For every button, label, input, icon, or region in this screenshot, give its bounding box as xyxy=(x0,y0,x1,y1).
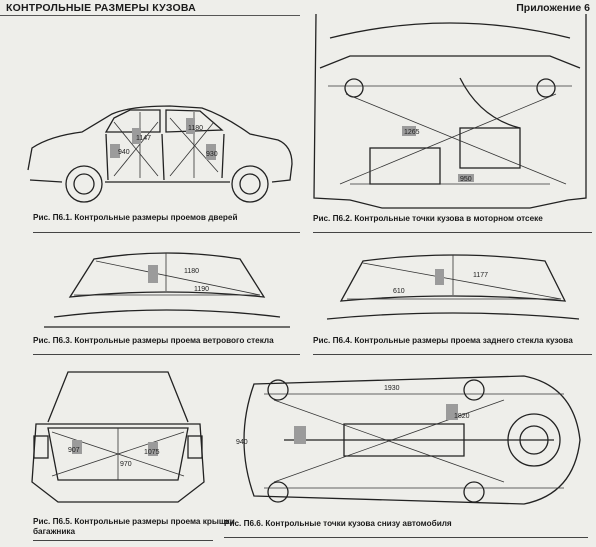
caption-fig-1: Рис. П6.1. Контрольные размеры проемов д… xyxy=(33,213,238,222)
figure-engine-bay: 1265 950 xyxy=(310,8,592,214)
dim-label-1820: 1820 xyxy=(454,413,470,420)
caption-rule-5 xyxy=(33,540,213,541)
caption-rule-1 xyxy=(33,232,300,233)
dim-label-1147: 1147 xyxy=(136,135,151,142)
figure-rear-window: 1177 610 xyxy=(313,247,592,333)
underbody-drawing: 1930 940 1820 xyxy=(236,375,581,505)
dim-label-1265: 1265 xyxy=(404,129,420,136)
dim-label-907: 907 xyxy=(68,447,80,454)
dim-label-950: 950 xyxy=(460,176,472,183)
dim-label-940: 940 xyxy=(118,149,130,156)
engine-bay-drawing: 1265 950 xyxy=(313,13,587,209)
appendix-label: Приложение 6 xyxy=(516,2,590,14)
section-title: КОНТРОЛЬНЫЕ РАЗМЕРЫ КУЗОВА xyxy=(6,2,196,14)
figure-underbody: 1930 940 1820 xyxy=(224,364,588,516)
dim-label-970: 970 xyxy=(120,461,132,468)
dim-label-940-underbody: 940 xyxy=(236,439,248,446)
dim-label-1180-windshield: 1180 xyxy=(184,268,199,275)
caption-fig-5-line1: Рис. П6.5. Контрольные размеры проема кр… xyxy=(33,517,235,526)
dim-label-1190: 1190 xyxy=(194,286,209,293)
dim-label-1180: 1180 xyxy=(188,125,203,132)
rear-window-drawing: 1177 610 xyxy=(326,254,580,320)
caption-fig-5-line2: багажника xyxy=(33,527,76,536)
figure-door-openings: 940 1147 1180 930 xyxy=(10,88,300,213)
caption-rule-4 xyxy=(313,354,592,355)
caption-fig-2: Рис. П6.2. Контрольные точки кузова в мо… xyxy=(313,214,543,223)
dim-label-930: 930 xyxy=(206,151,218,158)
dim-label-1930: 1930 xyxy=(384,385,400,392)
caption-rule-3 xyxy=(33,354,300,355)
windshield-drawing: 1180 1190 xyxy=(44,252,290,328)
caption-rule-6 xyxy=(224,537,588,538)
dim-label-610: 610 xyxy=(393,288,405,295)
car-side-view-drawing: 940 1147 1180 930 xyxy=(27,105,293,203)
dim-label-1177: 1177 xyxy=(473,272,488,279)
caption-fig-4: Рис. П6.4. Контрольные размеры проема за… xyxy=(313,336,573,345)
figure-windshield: 1180 1190 xyxy=(34,247,300,333)
caption-rule-2 xyxy=(313,232,592,233)
caption-fig-3: Рис. П6.3. Контрольные размеры проема ве… xyxy=(33,336,274,345)
trunk-lid-drawing: 907 970 1075 xyxy=(31,371,205,503)
caption-fig-6: Рис. П6.6. Контрольные точки кузова сниз… xyxy=(224,519,452,528)
header-divider xyxy=(0,15,300,16)
dim-label-1075: 1075 xyxy=(144,449,160,456)
figure-trunk-lid: 907 970 1075 xyxy=(28,362,208,512)
